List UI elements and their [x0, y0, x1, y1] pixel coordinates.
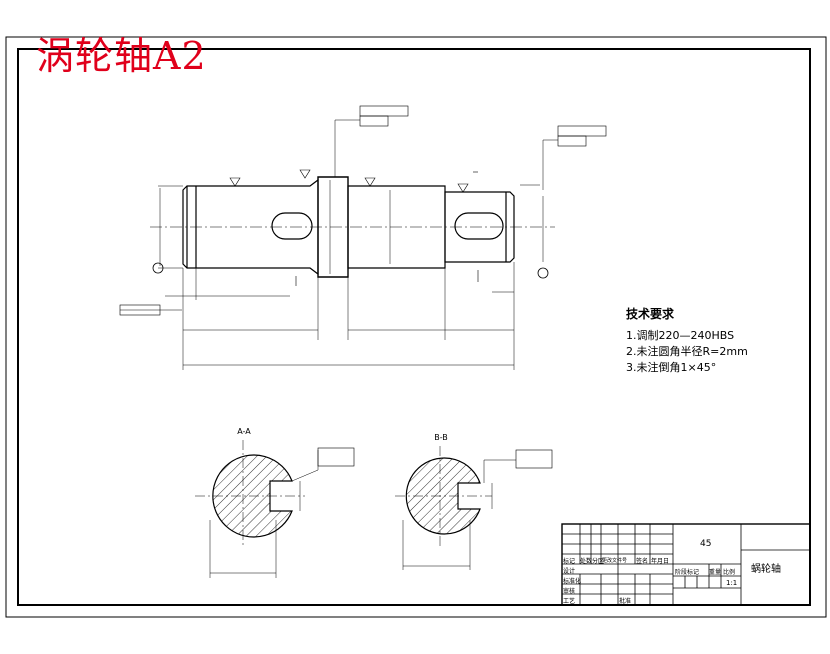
section-a-a [195, 440, 355, 578]
tech-requirement-3: 3.未注倒角1×45° [626, 361, 717, 374]
tech-requirement-1: 1.调制220—240HBS [626, 329, 735, 342]
title-block-part-name: 蜗轮轴 [751, 564, 781, 575]
tb-header-mark: 标记 [563, 558, 576, 565]
tb-stage: 阶段标记 [675, 569, 700, 576]
tb-role-process: 工艺 [563, 598, 576, 605]
section-a-label: A-A [237, 427, 251, 436]
inner-frame [17, 48, 811, 606]
tb-role-design: 设计 [563, 568, 576, 575]
tb-approve: 批准 [619, 598, 632, 605]
tb-std: 标准化 [563, 578, 582, 585]
tb-header-zone: 分区 [592, 558, 605, 565]
tb-header-count: 处数 [580, 558, 593, 565]
drawing-title: 涡轮轴A2 [36, 34, 207, 78]
title-block-grid [561, 523, 811, 606]
tech-requirements-heading: 技术要求 [626, 307, 675, 321]
section-b-label: B-B [434, 433, 448, 442]
tb-header-date: 年月日 [651, 558, 670, 565]
tech-requirement-2: 2.未注圆角半径R=2mm [626, 345, 748, 358]
section-b-b [395, 446, 553, 570]
title-block-material: 45 [700, 539, 712, 549]
shaft-main-view [119, 105, 607, 370]
tb-ratio: 比例 [723, 569, 736, 576]
outer-frame [5, 36, 827, 618]
tb-header-change: 更改文件号 [602, 558, 628, 564]
tb-header-sign: 签名 [636, 558, 649, 565]
title-block-scale: 1:1 [726, 579, 738, 587]
tb-weight: 重量 [709, 569, 722, 576]
tb-role-review: 审核 [563, 588, 576, 595]
